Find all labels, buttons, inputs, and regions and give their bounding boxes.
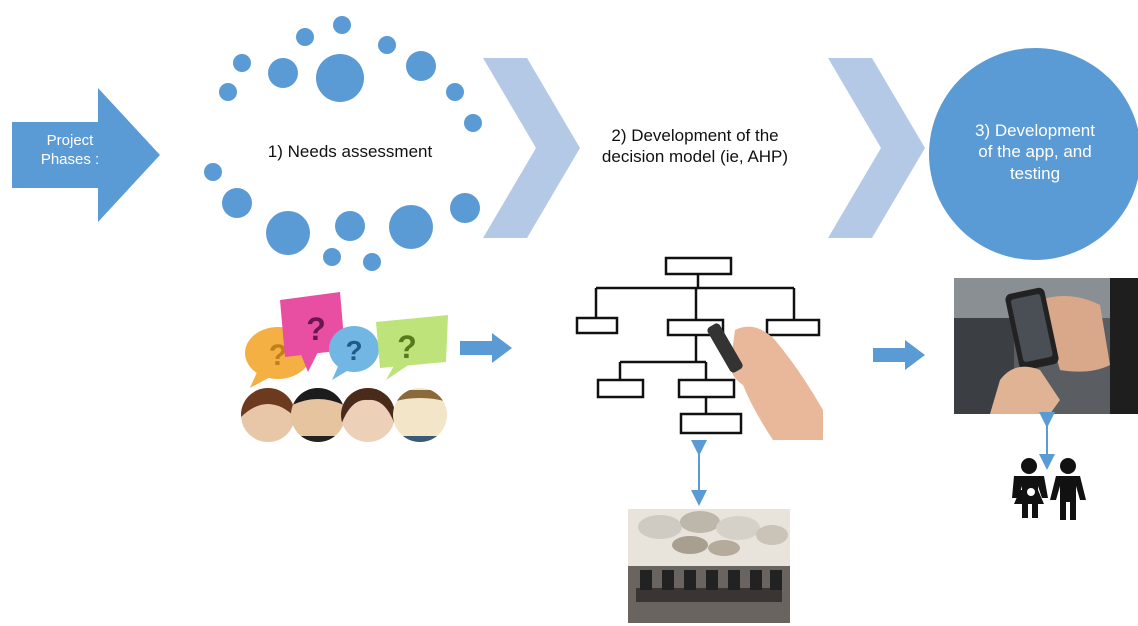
step1-needs-assessment-label: 1) Needs assessment xyxy=(267,142,433,161)
project-phases-arrow xyxy=(12,88,160,222)
svg-text:?: ? xyxy=(306,311,326,347)
hierarchy-chart-icon xyxy=(575,256,821,435)
hand-with-marker-icon xyxy=(707,323,823,440)
chevron-1 xyxy=(483,58,580,238)
step2-decision-model-label: 2) Development of the decision model (ie… xyxy=(601,126,789,167)
svg-text:?: ? xyxy=(397,329,417,365)
meeting-room-icon xyxy=(628,509,790,623)
question-bubbles-icon: ? ? ? ? xyxy=(245,292,448,388)
step3-app-development-label: 3) Development of the app, and testing xyxy=(974,121,1095,183)
project-phases-label: Project Phases : xyxy=(40,132,100,168)
pregnant-couple-icon xyxy=(1012,458,1086,520)
needs-assessment-circle-ring xyxy=(204,16,482,271)
svg-text:?: ? xyxy=(269,339,287,372)
step3-circle xyxy=(929,48,1138,260)
chevron-2 xyxy=(828,58,925,238)
svg-text:?: ? xyxy=(345,335,362,366)
arrow-to-app xyxy=(873,340,925,370)
smartphone-photo-icon xyxy=(954,278,1138,414)
arrow-to-decision-model xyxy=(460,333,512,363)
people-faces-icon xyxy=(241,388,447,442)
